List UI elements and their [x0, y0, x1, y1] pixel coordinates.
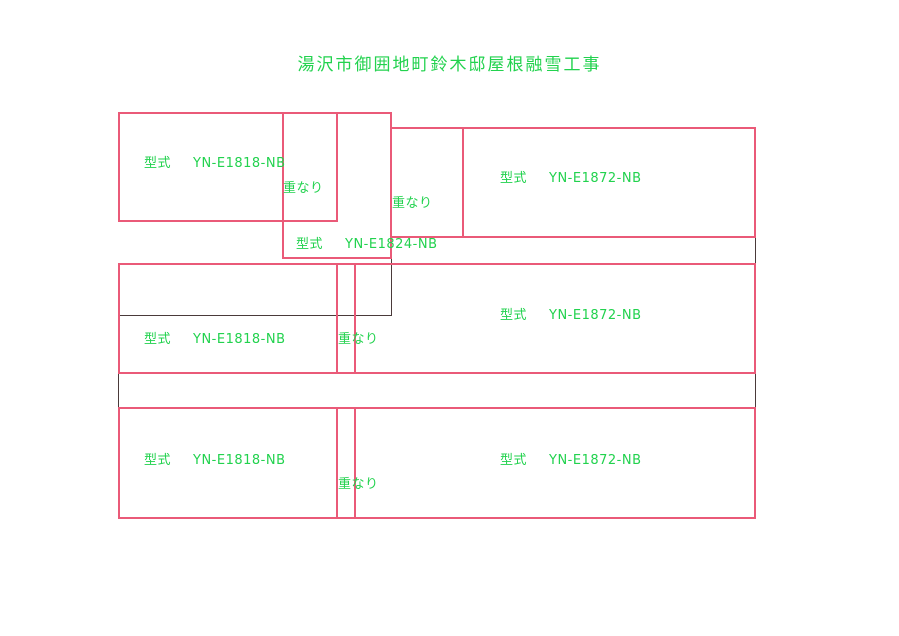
overlap-label: 重なり — [338, 332, 379, 347]
overlap-divider — [336, 407, 338, 519]
panel-row2 — [118, 263, 756, 374]
guide-line — [391, 258, 392, 316]
guide-line — [118, 372, 119, 408]
overlap-label: 重なり — [392, 196, 433, 211]
overlap-label: 重なり — [283, 181, 324, 196]
overlap-divider — [336, 263, 338, 374]
guide-line — [755, 236, 756, 264]
page-title: 湯沢市御囲地町鈴木邸屋根融雪工事 — [297, 55, 602, 75]
panel-row3 — [118, 407, 756, 519]
overlap-divider — [462, 127, 464, 238]
overlap-divider — [354, 263, 356, 374]
overlap-divider — [354, 407, 356, 519]
guide-line — [118, 315, 391, 316]
overlap-label: 重なり — [338, 477, 379, 492]
panel-e1872-row1 — [390, 127, 756, 238]
guide-line — [755, 372, 756, 408]
panel-e1818-row1 — [118, 112, 338, 222]
